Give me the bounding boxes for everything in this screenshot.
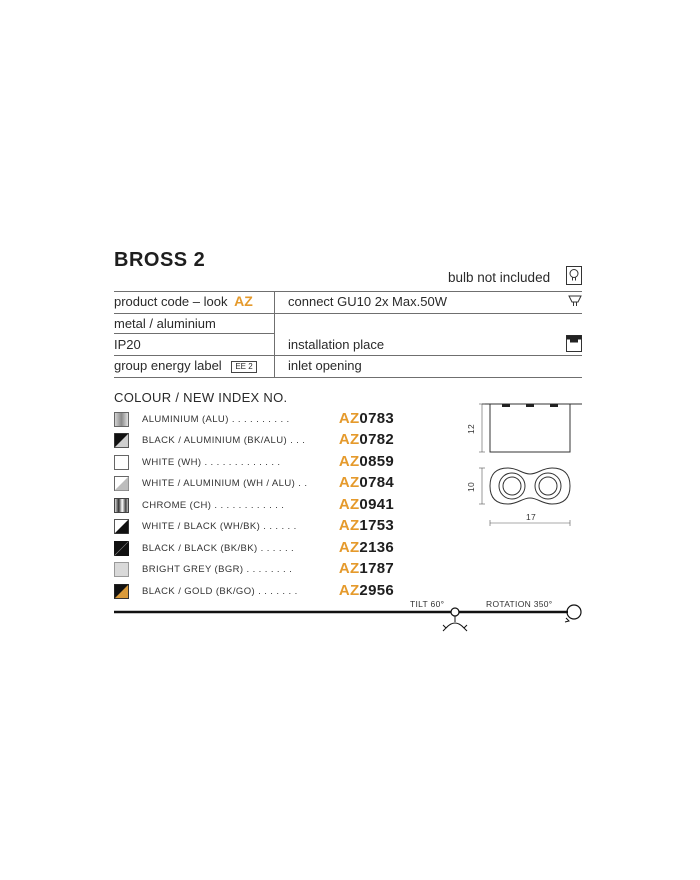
product-code-prefix: AZ: [234, 293, 253, 309]
colour-code: AZ2136: [339, 539, 394, 556]
code-prefix: AZ: [338, 560, 360, 577]
leader-dots: . . . . . . . .: [246, 564, 293, 575]
colour-label: BLACK / GOLD (BK/GO): [142, 586, 256, 597]
colour-row-bk-bk: BLACK / BLACK (BK/BK) . . . . . . AZ2136: [114, 539, 394, 557]
height-dimension: 12: [466, 423, 477, 435]
colour-code: AZ0783: [339, 410, 394, 427]
bottom-rule: [114, 604, 582, 632]
code-prefix: AZ: [338, 496, 360, 513]
dimension-drawing: [479, 403, 582, 526]
product-code-label: product code – look: [114, 294, 228, 309]
code-prefix: AZ: [338, 517, 360, 534]
installation-cell: installation place: [288, 337, 385, 352]
colour-code: AZ1753: [339, 517, 394, 534]
colour-label: WHITE / BLACK (WH/BK): [142, 521, 261, 532]
code-number: 1753: [359, 517, 394, 534]
code-number: 2956: [359, 582, 394, 599]
leader-dots: . . . . . . .: [258, 586, 298, 597]
colour-code: AZ1787: [339, 560, 394, 577]
colour-row-bk-alu: BLACK / ALUMINIUM (BK/ALU) . . . AZ0782: [114, 431, 394, 449]
colour-label: BRIGHT GREY (BGR): [142, 564, 244, 575]
colour-row-wh-alu: WHITE / ALUMINIUM (WH / ALU) . . AZ0784: [114, 474, 394, 492]
energy-label-text: group energy label: [114, 358, 222, 373]
code-prefix: AZ: [338, 431, 360, 448]
colour-row-wh-bk: WHITE / BLACK (WH/BK) . . . . . . AZ1753: [114, 517, 394, 535]
swatch-white-aluminium: [114, 476, 129, 491]
spec-table: product code – look AZ metal / aluminium…: [114, 291, 582, 378]
ceiling-mount-icon: [566, 335, 582, 352]
ip-rating-cell: IP20: [114, 337, 141, 352]
rotation-label: ROTATION 350°: [486, 599, 553, 609]
leader-dots: . . . . . . . . . . . .: [214, 500, 285, 511]
code-number: 0782: [359, 431, 394, 448]
leader-dots: . . .: [290, 435, 306, 446]
colour-row-ch: CHROME (CH) . . . . . . . . . . . . AZ09…: [114, 496, 394, 514]
swatch-chrome: [114, 498, 129, 513]
tilt-pivot-icon: [450, 607, 460, 617]
gu10-icon: [568, 295, 582, 306]
colour-code: AZ0784: [339, 474, 394, 491]
code-number: 0784: [359, 474, 394, 491]
swatch-bright-grey: [114, 562, 129, 577]
colour-label: BLACK / BLACK (BK/BK): [142, 543, 258, 554]
colour-row-wh: WHITE (WH) . . . . . . . . . . . . . AZ0…: [114, 453, 394, 471]
leader-dots: . . . . . . . . . .: [231, 414, 290, 425]
colour-row-bk-go: BLACK / GOLD (BK/GO) . . . . . . . AZ295…: [114, 582, 394, 600]
leader-dots: . . . . . . . . . . . . .: [204, 457, 281, 468]
colour-code: AZ0941: [339, 496, 394, 513]
side-view: [489, 403, 571, 453]
colour-label: WHITE (WH): [142, 457, 202, 468]
colour-code: AZ2956: [339, 582, 394, 599]
top-view: [489, 467, 571, 505]
leader-dots: . . . . . .: [263, 521, 297, 532]
product-code-cell: product code – look AZ: [114, 293, 253, 309]
colour-heading: COLOUR / NEW INDEX NO.: [114, 390, 288, 405]
material-cell: metal / aluminium: [114, 316, 216, 331]
code-prefix: AZ: [338, 453, 360, 470]
inlet-cell: inlet opening: [288, 358, 362, 373]
code-prefix: AZ: [338, 582, 360, 599]
rotation-icon: [566, 604, 582, 620]
bulb-icon: [566, 266, 582, 285]
code-prefix: AZ: [338, 410, 360, 427]
colour-row-alu: ALUMINIUM (ALU) . . . . . . . . . . AZ07…: [114, 410, 394, 428]
colour-code: AZ0782: [339, 431, 394, 448]
code-number: 0783: [359, 410, 394, 427]
code-number: 2136: [359, 539, 394, 556]
swatch-black-aluminium: [114, 433, 129, 448]
colour-row-bgr: BRIGHT GREY (BGR) . . . . . . . . AZ1787: [114, 560, 394, 578]
colour-label: ALUMINIUM (ALU): [142, 414, 229, 425]
colour-label: WHITE / ALUMINIUM (WH / ALU): [142, 478, 296, 489]
code-prefix: AZ: [338, 539, 360, 556]
swatch-white: [114, 455, 129, 470]
code-number: 1787: [359, 560, 394, 577]
width-dimension: 17: [526, 512, 537, 522]
energy-label-cell: group energy label EE 2: [114, 358, 257, 373]
code-prefix: AZ: [338, 474, 360, 491]
product-title: BROSS 2: [114, 249, 206, 271]
colour-code: AZ0859: [339, 453, 394, 470]
bulb-note: bulb not included: [448, 270, 551, 285]
colour-label: BLACK / ALUMINIUM (BK/ALU): [142, 435, 288, 446]
colour-label: CHROME (CH): [142, 500, 212, 511]
connect-cell: connect GU10 2x Max.50W: [288, 294, 447, 309]
swatch-black-gold: [114, 584, 129, 599]
code-number: 0941: [359, 496, 394, 513]
energy-badge: EE 2: [231, 360, 257, 373]
depth-dimension: 10: [466, 481, 477, 493]
code-number: 0859: [359, 453, 394, 470]
leader-dots: . . . . . .: [260, 543, 295, 554]
tilt-label: TILT 60°: [410, 599, 445, 609]
swatch-aluminium: [114, 412, 129, 427]
leader-dots: . .: [298, 478, 308, 489]
swatch-black-black: [114, 541, 129, 556]
swatch-white-black: [114, 519, 129, 534]
